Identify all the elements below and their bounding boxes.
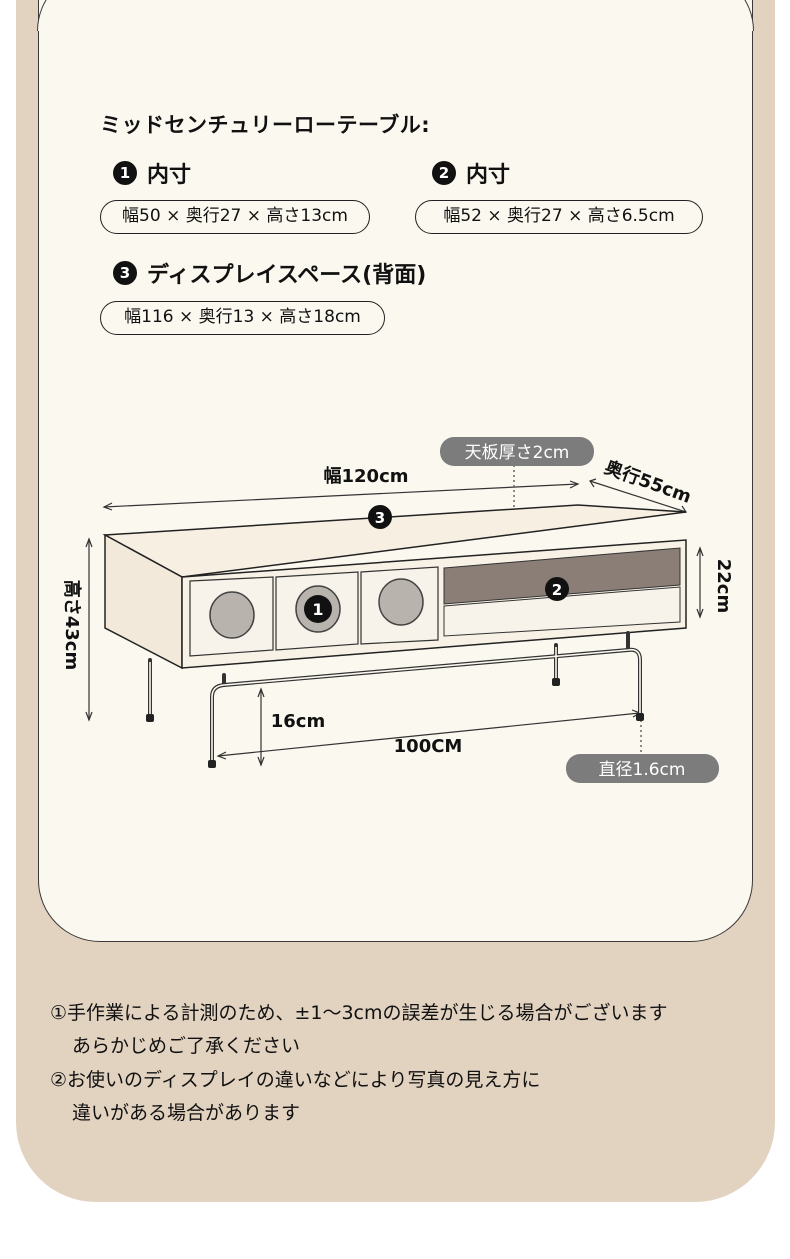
marker-1: 1 bbox=[312, 600, 323, 619]
number-1-badge: 1 bbox=[113, 161, 137, 185]
note-line-4: 違いがある場合があります bbox=[72, 1102, 301, 1124]
top-thickness-label: 天板厚さ2cm bbox=[465, 443, 570, 463]
section-2-size: 幅52 × 奥行27 × 高さ6.5cm bbox=[415, 200, 703, 234]
section-2-title: 内寸 bbox=[466, 163, 511, 188]
leg-clearance-label: 16cm bbox=[271, 711, 325, 732]
section-2-heading: 2 内寸 bbox=[432, 157, 510, 189]
spec-card bbox=[37, 0, 754, 942]
note-line-2: あらかじめご了承ください bbox=[72, 1035, 301, 1057]
section-1-title: 内寸 bbox=[147, 163, 192, 188]
section-3-heading: 3 ディスプレイスペース(背面) bbox=[113, 257, 426, 289]
leg-diameter-label: 直径1.6cm bbox=[599, 760, 686, 780]
height-dimension-label: 高さ43cm bbox=[61, 580, 83, 670]
leg-span-label: 100CM bbox=[394, 736, 463, 757]
number-2-badge: 2 bbox=[432, 161, 456, 185]
marker-2: 2 bbox=[552, 581, 562, 599]
section-3-size: 幅116 × 奥行13 × 高さ18cm bbox=[100, 301, 385, 335]
note-line-3: ②お使いのディスプレイの違いなどにより写真の見え方に bbox=[50, 1069, 541, 1091]
number-3-badge: 3 bbox=[113, 261, 137, 285]
marker-3: 3 bbox=[375, 509, 385, 527]
drawer-height-label: 22cm bbox=[713, 559, 734, 613]
width-dimension-label: 幅120cm bbox=[324, 465, 409, 487]
section-1-heading: 1 内寸 bbox=[113, 157, 191, 189]
section-3-title: ディスプレイスペース(背面) bbox=[147, 263, 427, 288]
note-line-1: ①手作業による計測のため、±1〜3cmの誤差が生じる場合がございます bbox=[50, 1002, 668, 1024]
product-title: ミッドセンチュリーローテーブル: bbox=[100, 113, 431, 137]
section-1-size: 幅50 × 奥行27 × 高さ13cm bbox=[100, 200, 370, 234]
